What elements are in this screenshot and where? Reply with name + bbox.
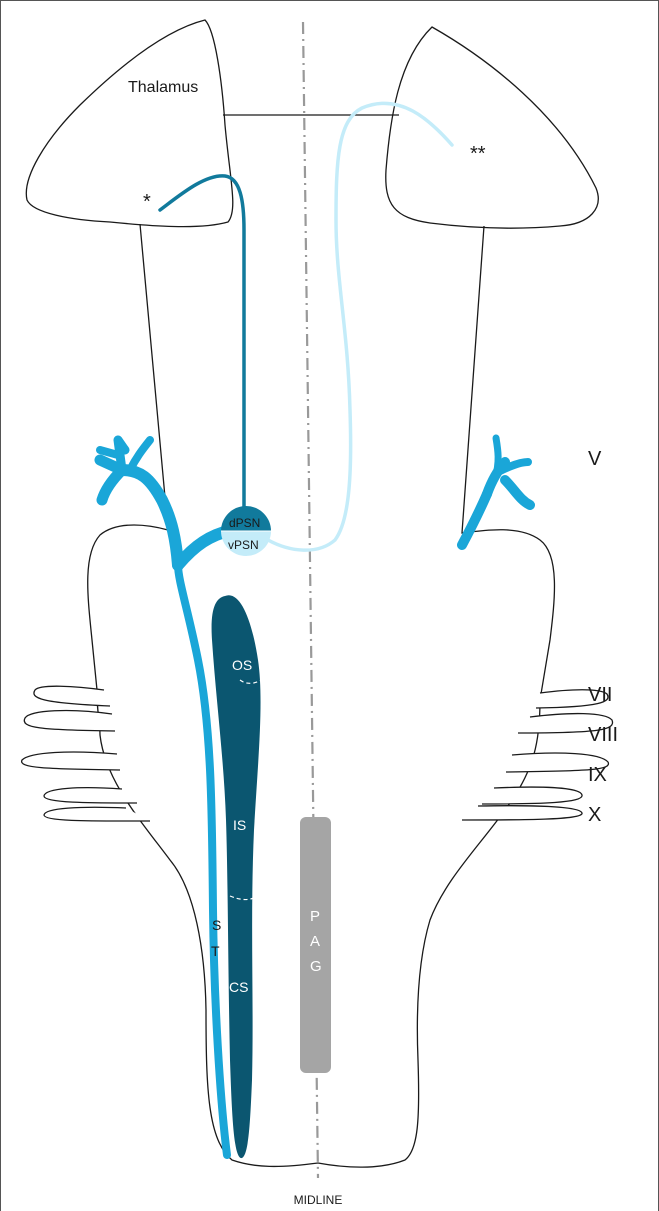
nerve-label-vii: VII: [588, 684, 612, 706]
pag-label-g: G: [310, 958, 322, 975]
thalamus-label: Thalamus: [128, 79, 198, 96]
nerve-label-viii: VIII: [588, 724, 618, 746]
dpsn-label: dPSN: [229, 516, 260, 530]
right-thalamus-outline: [386, 27, 598, 228]
nerve-label-v: V: [588, 448, 602, 470]
cs-label: CS: [229, 979, 248, 995]
brainstem-right-outline: [318, 226, 554, 1167]
is-label: IS: [233, 817, 246, 833]
st-label-t: T: [211, 943, 220, 959]
nerve-label-ix: IX: [588, 764, 607, 786]
os-label: OS: [232, 657, 252, 673]
left-thalamus-outline: [26, 20, 232, 227]
left-nerve-rootlets: [22, 686, 150, 821]
st-label-s: S: [212, 917, 221, 933]
right-thalamus-stars: **: [470, 143, 486, 165]
trigeminal-nerve-right: [462, 438, 530, 545]
left-thalamus-star: *: [143, 191, 151, 213]
pag-label-a: A: [310, 933, 320, 950]
vpsn-label: vPSN: [228, 538, 259, 552]
midline-label: MIDLINE: [294, 1193, 343, 1207]
pag-label-p: P: [310, 908, 320, 925]
nerve-label-x: X: [588, 804, 601, 826]
right-nerve-rootlets: [462, 690, 613, 820]
